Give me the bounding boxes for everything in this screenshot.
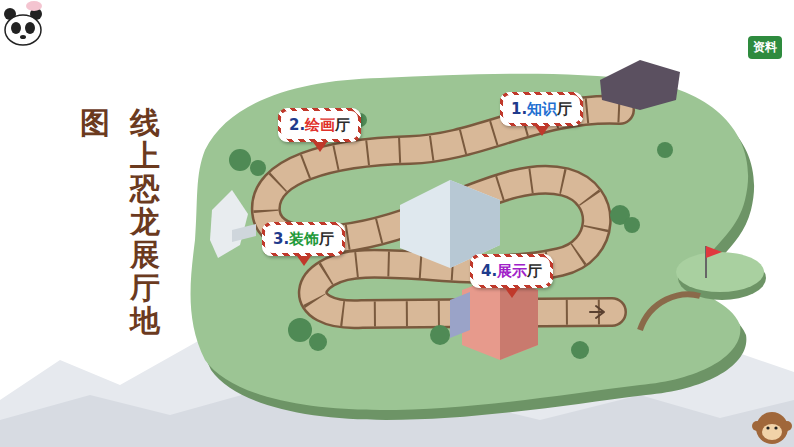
callout-pointer bbox=[297, 256, 311, 266]
trees bbox=[229, 113, 673, 359]
hall-name: 知识 bbox=[527, 100, 557, 118]
hall-name: 装饰 bbox=[289, 230, 319, 248]
hall-callout: 3.装饰厅 bbox=[262, 222, 345, 256]
callout-number: 4. bbox=[481, 262, 497, 280]
callout-body: 1.知识厅 bbox=[503, 95, 580, 123]
monkey-icon bbox=[752, 412, 792, 444]
title-column: 图 bbox=[80, 106, 110, 139]
hall-callout: 4.展示厅 bbox=[470, 254, 553, 288]
islet bbox=[676, 252, 764, 292]
callout-number: 1. bbox=[511, 100, 527, 118]
buildings bbox=[210, 60, 680, 360]
hall-name: 展示 bbox=[497, 262, 527, 280]
callout-number: 2. bbox=[289, 116, 305, 134]
callout-number: 3. bbox=[273, 230, 289, 248]
callout-body: 3.装饰厅 bbox=[265, 225, 342, 253]
hall-name: 绘画 bbox=[305, 116, 335, 134]
callout-body: 2.绘画厅 bbox=[281, 111, 358, 139]
hall-suffix: 厅 bbox=[557, 100, 572, 118]
callout-pointer bbox=[505, 288, 519, 298]
hall-suffix: 厅 bbox=[319, 230, 334, 248]
hall-suffix: 厅 bbox=[335, 116, 350, 134]
callout-body: 4.展示厅 bbox=[473, 257, 550, 285]
bridge bbox=[640, 294, 700, 330]
flag bbox=[706, 246, 722, 258]
callout-pointer bbox=[535, 126, 549, 136]
hall-callout: 1.知识厅 bbox=[500, 92, 583, 126]
title-column: 线上恐龙展厅地 bbox=[130, 106, 160, 337]
island bbox=[191, 74, 749, 410]
hall-callout: 2.绘画厅 bbox=[278, 108, 361, 142]
panda-icon bbox=[4, 1, 42, 45]
resource-badge: 资料 bbox=[748, 36, 782, 59]
callout-pointer bbox=[313, 142, 327, 152]
hall-suffix: 厅 bbox=[527, 262, 542, 280]
